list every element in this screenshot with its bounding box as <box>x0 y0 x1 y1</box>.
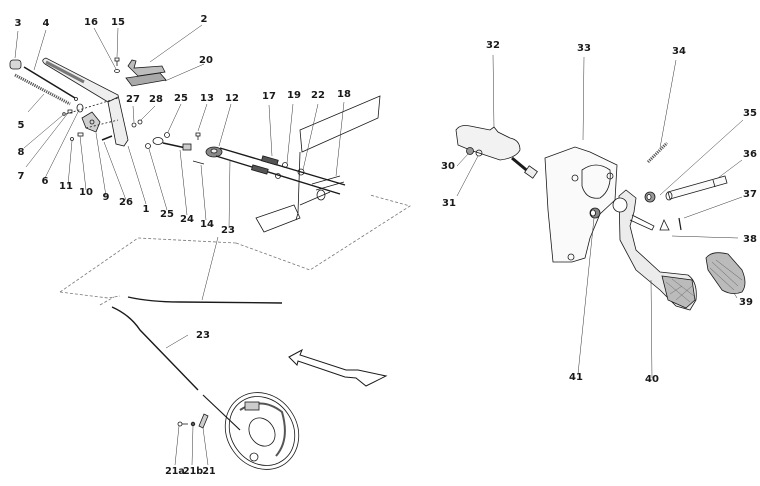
nut-part-25-lower <box>145 143 151 149</box>
clutch-pedal-part-40 <box>612 189 697 311</box>
washer-part-16 <box>114 69 120 73</box>
master-cylinder-part-32 <box>455 125 538 179</box>
part-label-28: 28 <box>149 94 163 105</box>
part-label-1: 1 <box>142 204 150 215</box>
part-label-10: 10 <box>79 187 93 198</box>
screw-part-15 <box>114 57 120 66</box>
part-label-27: 27 <box>126 94 140 105</box>
part-label-36: 36 <box>743 149 757 160</box>
pedal-box-part-33 <box>544 146 618 263</box>
part-label-37: 37 <box>743 189 757 200</box>
clevis-part-18 <box>311 175 345 201</box>
part-label-31: 31 <box>442 198 456 209</box>
leader-lines-clutch <box>456 54 744 379</box>
equalizer-pulley-part-12 <box>205 146 223 158</box>
washer-part-31 <box>475 149 483 157</box>
part-label-5: 5 <box>17 120 25 131</box>
pawl-plate-part-9 <box>81 111 101 133</box>
bracket-part-22 <box>297 168 305 176</box>
pin-part-8 <box>62 112 66 116</box>
part-label-13: 13 <box>200 93 214 104</box>
rear-cable-part-23 <box>111 296 283 431</box>
bolt-part-10 <box>77 132 84 137</box>
bolt-part-26 <box>101 135 113 141</box>
travel-direction-arrow <box>288 348 388 387</box>
part-label-30: 30 <box>441 161 455 172</box>
part-label-25-lower: 25 <box>160 209 174 220</box>
part-label-6: 6 <box>41 176 49 187</box>
part-label-21: 21 <box>202 466 216 477</box>
ring-part-6 <box>76 103 84 113</box>
part-label-20: 20 <box>199 55 213 66</box>
bracket-plate-part-20 <box>125 72 167 87</box>
pivot-pin-part-36 <box>665 175 728 201</box>
eye-rod-part-24 <box>152 137 192 151</box>
part-label-15: 15 <box>111 17 125 28</box>
return-spring-part-34 <box>646 141 669 164</box>
part-label-32: 32 <box>486 40 500 51</box>
part-label-2: 2 <box>200 14 208 25</box>
part-label-23-upper: 23 <box>221 225 235 236</box>
handbrake-lever-part-1 <box>42 57 129 147</box>
release-rod-part-4 <box>23 66 78 101</box>
part-label-26: 26 <box>119 197 133 208</box>
part-label-22: 22 <box>311 90 325 101</box>
part-label-14: 14 <box>200 219 214 230</box>
clip-part-21 <box>198 413 209 429</box>
part-label-38: 38 <box>743 234 757 245</box>
bushing-part-35 <box>644 191 656 203</box>
part-label-23-lower: 23 <box>196 330 210 341</box>
part-label-4: 4 <box>42 18 50 29</box>
part-label-17: 17 <box>262 91 276 102</box>
washer-part-21b <box>190 421 196 427</box>
part-label-21a: 21a <box>165 466 185 477</box>
washer-part-11 <box>70 137 74 141</box>
part-label-33: 33 <box>577 43 591 54</box>
pedal-pad-part-39 <box>705 252 746 294</box>
nut-part-30 <box>466 147 474 155</box>
screw-part-13 <box>195 132 201 140</box>
bolt-part-21a <box>177 421 188 427</box>
part-label-35: 35 <box>743 108 757 119</box>
part-label-21b: 21b <box>182 466 204 477</box>
cotter-pin-part-37 <box>678 217 682 231</box>
brake-backing-plate <box>224 392 300 470</box>
part-label-11: 11 <box>59 181 73 192</box>
pin-part-14 <box>192 160 205 165</box>
part-label-19: 19 <box>287 90 301 101</box>
part-label-18: 18 <box>337 89 351 100</box>
part-label-9: 9 <box>102 192 110 203</box>
part-label-24: 24 <box>180 214 194 225</box>
spring-part-5 <box>14 73 71 106</box>
part-label-34: 34 <box>672 46 686 57</box>
washer-part-38 <box>659 219 670 231</box>
part-label-25-upper: 25 <box>174 93 188 104</box>
leader-lines-handbrake <box>14 24 345 466</box>
cable-pair-part-23 <box>215 147 346 195</box>
grip-cap-part-3 <box>9 59 22 70</box>
part-label-16: 16 <box>84 17 98 28</box>
bushing-part-41 <box>589 207 601 219</box>
part-label-12: 12 <box>225 93 239 104</box>
part-label-39: 39 <box>739 297 753 308</box>
nut-part-27 <box>131 122 137 128</box>
part-label-40: 40 <box>645 374 659 385</box>
nut-part-25-upper <box>164 132 170 138</box>
part-label-41: 41 <box>569 372 583 383</box>
part-label-7: 7 <box>17 171 25 182</box>
part-label-3: 3 <box>14 18 22 29</box>
part-label-8: 8 <box>17 147 25 158</box>
washer-part-28 <box>137 119 143 125</box>
